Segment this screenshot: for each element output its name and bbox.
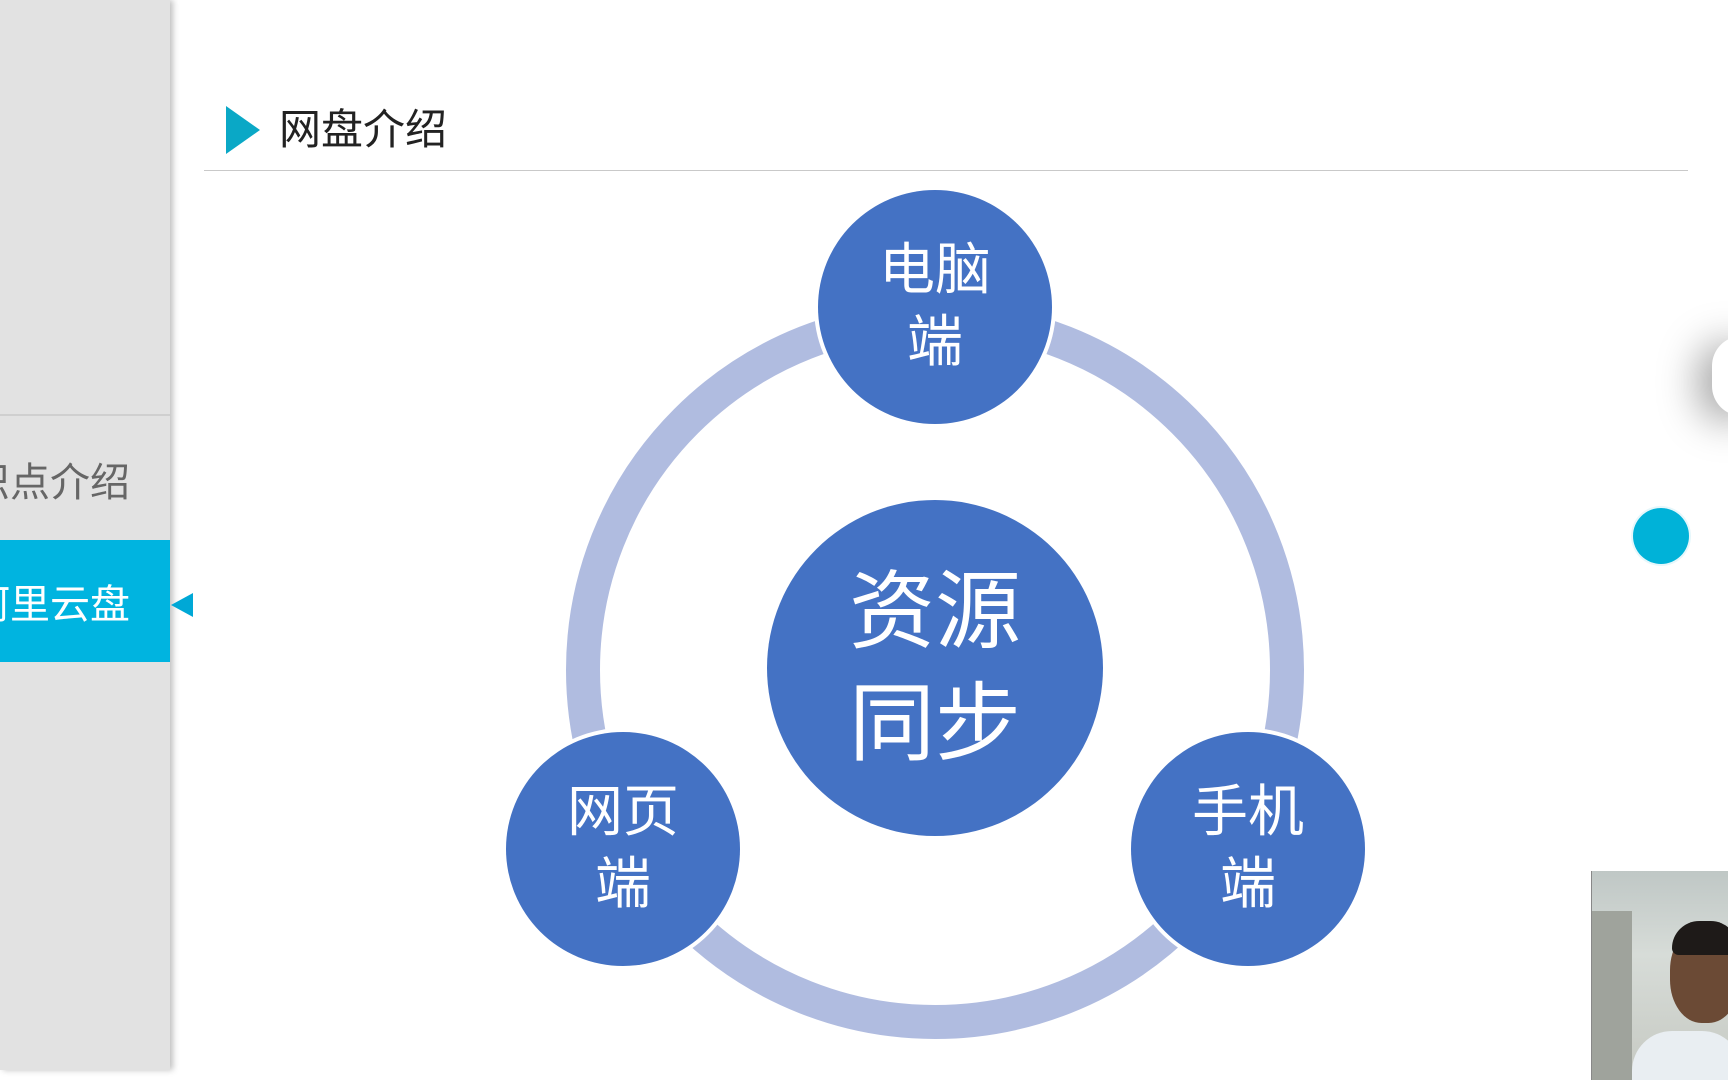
- sidebar-item-aliyun-drive[interactable]: 阿里云盘: [0, 540, 170, 662]
- title-divider: [204, 170, 1688, 171]
- node-label-line1: 手机: [1192, 780, 1304, 845]
- node-desktop-client: 电脑 端: [818, 190, 1052, 424]
- node-label-line2: 端: [595, 852, 651, 917]
- webcam-presenter-shirt: [1632, 1031, 1728, 1080]
- sidebar-item-intro[interactable]: 知识点介绍: [0, 418, 170, 540]
- webcam-overlay: [1591, 871, 1728, 1080]
- webcam-presenter-hair: [1672, 921, 1728, 955]
- pointer-dot-icon: [1633, 508, 1689, 564]
- node-resource-sync: 资源 同步: [767, 500, 1103, 836]
- sidebar-item-label: 阿里云盘: [0, 582, 130, 628]
- node-mobile-client: 手机 端: [1131, 732, 1365, 966]
- sidebar-nav: 知识点介绍 阿里云盘: [0, 0, 170, 1070]
- side-panel-handle[interactable]: [1712, 336, 1728, 416]
- sidebar-item-label: 知识点介绍: [0, 460, 130, 506]
- center-label-line1: 资源: [849, 562, 1021, 662]
- node-label-line2: 端: [907, 310, 963, 375]
- sidebar-divider: [0, 414, 170, 416]
- node-label-line1: 网页: [567, 780, 679, 845]
- node-web-client: 网页 端: [506, 732, 740, 966]
- node-label-line1: 电脑: [879, 238, 991, 303]
- node-label-line2: 端: [1220, 852, 1276, 917]
- webcam-background: [1592, 911, 1632, 1080]
- active-indicator-icon: [171, 593, 193, 617]
- play-triangle-icon: [226, 106, 260, 154]
- center-label-line2: 同步: [849, 674, 1021, 774]
- slide-title: 网盘介绍: [279, 105, 448, 154]
